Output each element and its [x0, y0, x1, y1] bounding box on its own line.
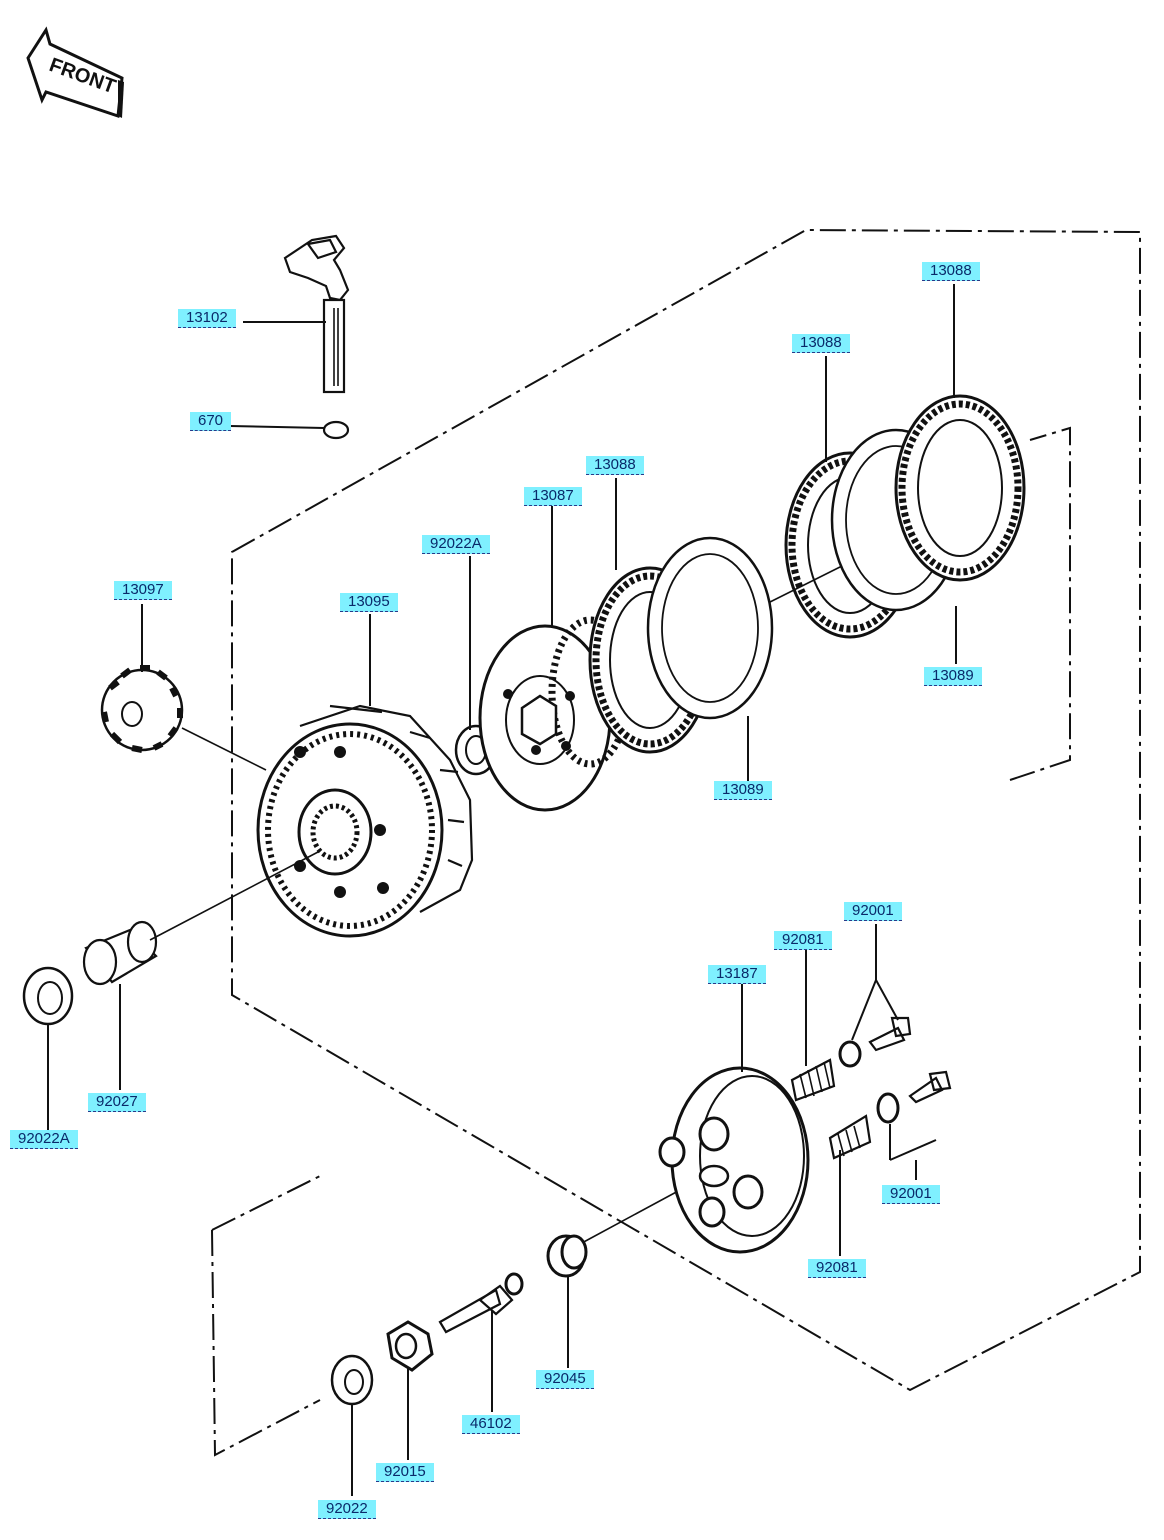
part-label-92022[interactable]: 92022 — [318, 1500, 376, 1519]
clutch-housing-part — [256, 704, 474, 938]
o-ring-part — [322, 420, 350, 440]
part-label-46102[interactable]: 46102 — [462, 1415, 520, 1434]
primary-gear-part — [100, 665, 184, 753]
part-label-92081-bottom[interactable]: 92081 — [808, 1259, 866, 1278]
part-label-670[interactable]: 670 — [190, 412, 232, 431]
part-label-13088-b[interactable]: 13088 — [792, 334, 850, 353]
part-label-13089-b[interactable]: 13089 — [924, 667, 982, 686]
part-label-13087[interactable]: 13087 — [524, 487, 582, 506]
part-label-13089-a[interactable]: 13089 — [714, 781, 772, 800]
part-label-92022A-top[interactable]: 92022A — [422, 535, 490, 554]
washer-part — [22, 966, 74, 1026]
part-label-92081-top[interactable]: 92081 — [774, 931, 832, 950]
part-label-13097[interactable]: 13097 — [114, 581, 172, 600]
washer-part — [330, 1354, 374, 1406]
release-shaft-part — [283, 234, 350, 394]
bearing-part — [546, 1234, 588, 1278]
bolt-part — [876, 1070, 952, 1124]
part-label-92001-top[interactable]: 92001 — [844, 902, 902, 921]
push-rod-part — [438, 1272, 524, 1334]
steel-plate-part — [646, 536, 774, 720]
part-label-13187[interactable]: 13187 — [708, 965, 766, 984]
part-label-92022A-left[interactable]: 92022A — [10, 1130, 78, 1149]
part-label-13095[interactable]: 13095 — [340, 593, 398, 612]
part-label-13088-c[interactable]: 13088 — [922, 262, 980, 281]
front-arrow-icon: FRONT — [26, 26, 124, 119]
leader-lines — [47, 284, 957, 1496]
assembly-boundary — [211, 228, 1141, 1457]
clutch-spring-part — [790, 1058, 836, 1102]
sleeve-part — [82, 920, 158, 986]
part-label-13088-a[interactable]: 13088 — [586, 456, 644, 475]
part-label-92001-bottom[interactable]: 92001 — [882, 1185, 940, 1204]
clutch-spring-part — [828, 1114, 872, 1160]
part-label-92015[interactable]: 92015 — [376, 1463, 434, 1482]
part-label-92027[interactable]: 92027 — [88, 1093, 146, 1112]
pressure-plate-part — [658, 1066, 810, 1254]
nut-part — [386, 1320, 434, 1372]
bolt-part — [838, 1016, 912, 1068]
part-label-92045[interactable]: 92045 — [536, 1370, 594, 1389]
friction-plate-part — [894, 394, 1026, 582]
part-label-13102[interactable]: 13102 — [178, 309, 236, 328]
